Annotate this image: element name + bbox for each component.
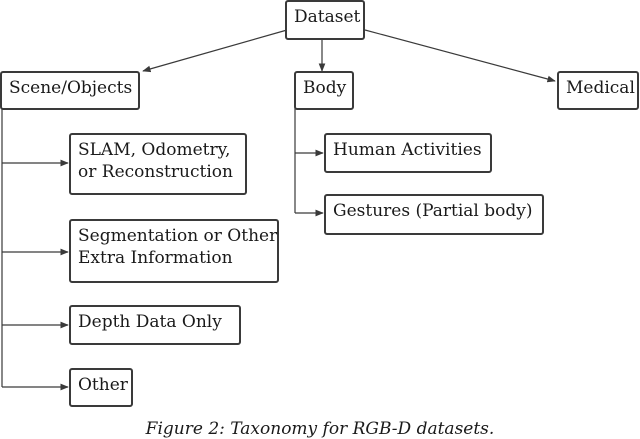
scene-child-other-label: Other — [78, 375, 128, 395]
root-label: Dataset — [294, 7, 361, 27]
body-child-gestures-label: Gestures (Partial body) — [333, 201, 533, 221]
diagram-edges — [1, 29, 556, 391]
root-node: Dataset — [285, 0, 365, 40]
scene-child-depth-only-label: Depth Data Only — [78, 312, 222, 332]
figure-caption: Figure 2: Taxonomy for RGB-D datasets. — [145, 419, 495, 439]
edge-root-medical — [364, 29, 556, 83]
scene-child-depth-only: Depth Data Only — [69, 305, 241, 345]
category-body-label: Body — [303, 78, 347, 98]
body-child-human-activities: Human Activities — [324, 133, 492, 173]
body-child-gestures: Gestures (Partial body) — [324, 194, 544, 235]
scene-child-other: Other — [69, 368, 133, 407]
edge-root-scene — [142, 29, 288, 73]
category-body: Body — [294, 71, 354, 110]
scene-child-slam-line-2: or Reconstruction — [78, 162, 233, 182]
category-medical-label: Medical — [566, 78, 635, 98]
category-medical: Medical — [557, 71, 639, 110]
category-scene-objects: Scene/Objects — [0, 71, 140, 110]
scene-child-segmentation-line-1: Segmentation or Other — [78, 226, 278, 246]
category-scene-objects-label: Scene/Objects — [9, 78, 133, 98]
scene-child-segmentation: Segmentation or Other Extra Information — [69, 219, 279, 283]
scene-child-slam-line-1: SLAM, Odometry, — [78, 140, 231, 160]
scene-child-slam: SLAM, Odometry, or Reconstruction — [69, 133, 247, 195]
scene-child-segmentation-line-2: Extra Information — [78, 248, 233, 268]
body-child-human-activities-label: Human Activities — [333, 140, 482, 160]
